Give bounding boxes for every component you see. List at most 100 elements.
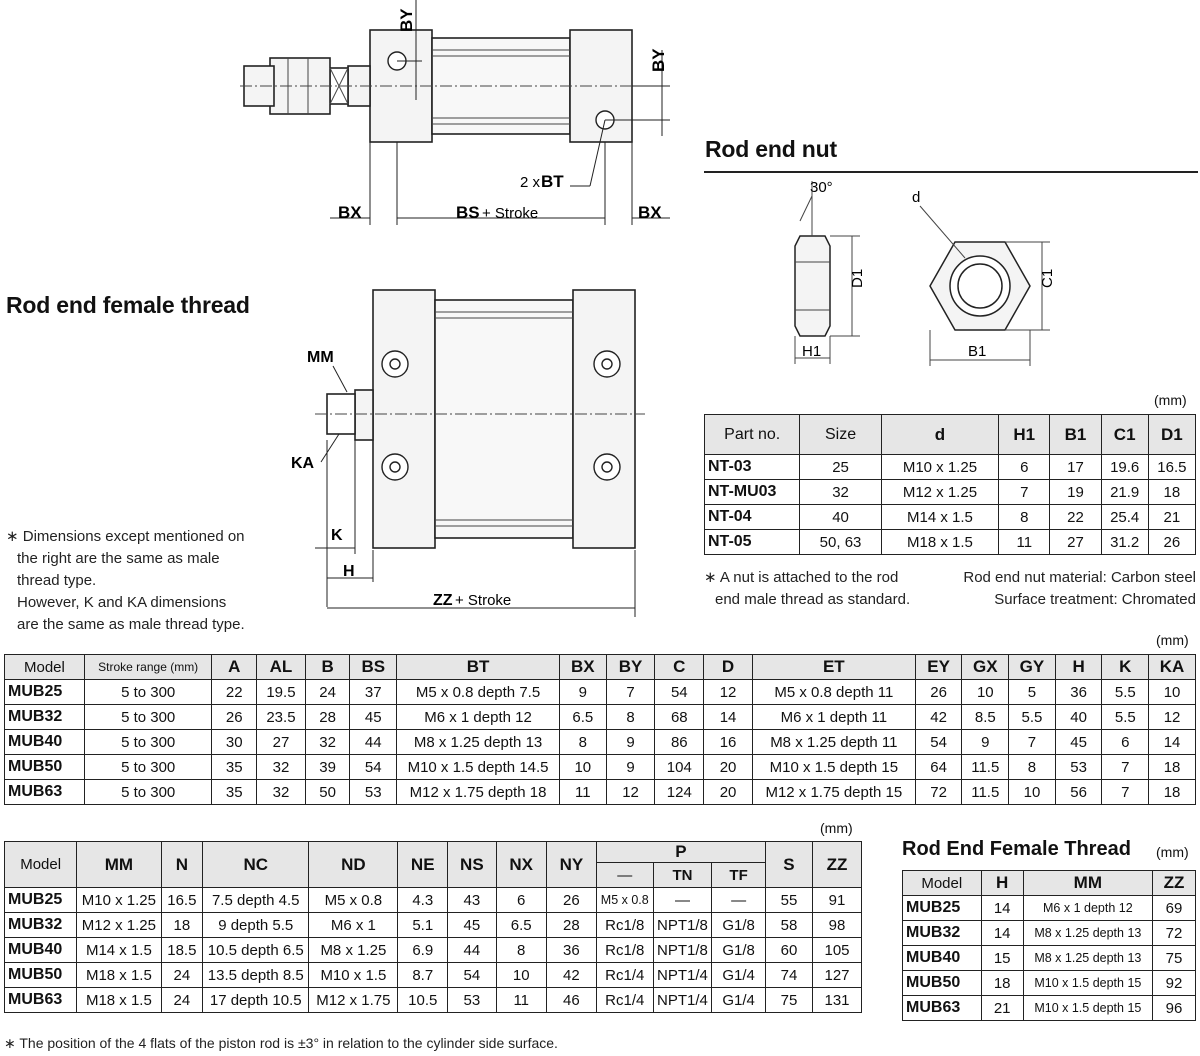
col-header: A bbox=[211, 654, 258, 680]
table-cell: M6 x 1 bbox=[308, 912, 399, 938]
table-cell: Rc1/4 bbox=[595, 987, 654, 1013]
table-cell: NPT1/4 bbox=[652, 962, 713, 988]
table3-unit: (mm) bbox=[1156, 844, 1189, 860]
table-cell: — bbox=[652, 887, 713, 913]
table-cell: M14 x 1.5 bbox=[880, 504, 1000, 530]
table-cell: M10 x 1.5 depth 15 bbox=[1022, 970, 1153, 996]
table-cell: 25 bbox=[799, 454, 882, 480]
dimension-table-1: Model Stroke range (mm) A AL B BS BT BX … bbox=[4, 654, 1196, 805]
table-cell: 69 bbox=[1151, 895, 1197, 921]
col-header: AL bbox=[256, 654, 306, 680]
table-cell: 14 bbox=[980, 920, 1024, 946]
table-cell: 5.5 bbox=[1101, 704, 1150, 730]
table-cell: M18 x 1.5 bbox=[880, 529, 1000, 555]
table-cell: 10.5 depth 6.5 bbox=[202, 937, 310, 963]
col-header: ET bbox=[751, 654, 916, 680]
table-cell: M10 x 1.5 depth 14.5 bbox=[396, 754, 560, 780]
col-header: B bbox=[304, 654, 351, 680]
table-cell: M5 x 0.8 bbox=[595, 887, 654, 913]
col-header: EY bbox=[914, 654, 963, 680]
table-cell: 12 bbox=[1148, 704, 1196, 730]
table-subheader-row: — TN TF bbox=[5, 862, 862, 888]
table-cell: 21 bbox=[1147, 504, 1197, 530]
table-cell: M18 x 1.5 bbox=[76, 987, 162, 1013]
dimension-table-2: Model MM N NC ND NE NS NX NY P S ZZ — TN… bbox=[3, 841, 862, 1013]
table-cell: 19.5 bbox=[256, 679, 306, 705]
table-cell: 10 bbox=[1008, 779, 1056, 805]
table-cell: — bbox=[711, 887, 766, 913]
table-cell: 36 bbox=[1054, 679, 1103, 705]
table-cell: 5 to 300 bbox=[83, 704, 213, 730]
model-cell: MUB40 bbox=[4, 729, 85, 755]
table-cell: 5 to 300 bbox=[83, 679, 213, 705]
col-header: S bbox=[764, 841, 814, 888]
table-cell: M8 x 1.25 depth 13 bbox=[1022, 945, 1153, 971]
note-line: Surface treatment: Chromated bbox=[994, 591, 1196, 608]
table-cell: 6 bbox=[998, 454, 1051, 480]
model-cell: NT-05 bbox=[703, 529, 801, 555]
col-header: ZZ bbox=[812, 841, 862, 888]
table-cell: M6 x 1 depth 12 bbox=[1022, 895, 1153, 921]
col-header: H1 bbox=[998, 414, 1051, 455]
table-cell: 10 bbox=[1148, 679, 1196, 705]
table-cell: 53 bbox=[1054, 754, 1103, 780]
table-cell: M12 x 1.75 depth 15 bbox=[751, 779, 916, 805]
table-cell: 131 bbox=[812, 987, 862, 1013]
table-cell: NPT1/8 bbox=[652, 912, 713, 938]
table-cell: 91 bbox=[812, 887, 862, 913]
rod-end-nut-title: Rod end nut bbox=[705, 136, 837, 162]
table-cell: M8 x 1.25 bbox=[308, 937, 399, 963]
table-cell: 72 bbox=[1151, 920, 1197, 946]
table-cell: 56 bbox=[1054, 779, 1103, 805]
table-cell: 27 bbox=[256, 729, 306, 755]
note-line: ∗ Dimensions except mentioned on bbox=[6, 528, 245, 545]
table-cell: 6.5 bbox=[558, 704, 607, 730]
col-header: D bbox=[703, 654, 753, 680]
note-line: end male thread as standard. bbox=[715, 591, 911, 608]
table-cell: 124 bbox=[654, 779, 705, 805]
table-cell: 6 bbox=[495, 887, 547, 913]
table-cell: 20 bbox=[703, 779, 753, 805]
col-header: Stroke range (mm) bbox=[83, 654, 213, 680]
table-cell: 46 bbox=[545, 987, 597, 1013]
table-header-row: Model MM N NC ND NE NS NX NY P S ZZ bbox=[3, 841, 862, 888]
table-cell: 8 bbox=[605, 704, 656, 730]
table-cell: 86 bbox=[654, 729, 705, 755]
table-cell: M12 x 1.75 bbox=[308, 987, 399, 1013]
table-cell: 36 bbox=[545, 937, 597, 963]
c1-label: C1 bbox=[1039, 269, 1056, 288]
table-cell: 75 bbox=[764, 987, 814, 1013]
table-cell: Rc1/4 bbox=[595, 962, 654, 988]
mm-label: MM bbox=[307, 349, 334, 366]
col-header: Part no. bbox=[703, 414, 801, 455]
model-cell: NT-MU03 bbox=[703, 479, 801, 505]
table-cell: 16 bbox=[703, 729, 753, 755]
col-header: Model bbox=[3, 841, 78, 888]
table-cell: 11 bbox=[558, 779, 607, 805]
table-cell: 16.5 bbox=[160, 887, 204, 913]
model-cell: MUB50 bbox=[3, 962, 78, 988]
table-cell: 7 bbox=[1101, 754, 1150, 780]
table-cell: Rc1/8 bbox=[595, 912, 654, 938]
model-cell: MUB50 bbox=[4, 754, 85, 780]
table-cell: 5 bbox=[1008, 679, 1056, 705]
table-cell: 14 bbox=[1148, 729, 1196, 755]
table-cell: 53 bbox=[349, 779, 398, 805]
table-cell: 26 bbox=[1147, 529, 1197, 555]
zz-stroke-label: + Stroke bbox=[455, 592, 511, 609]
model-cell: NT-04 bbox=[703, 504, 801, 530]
table-cell: 14 bbox=[703, 704, 753, 730]
model-cell: MUB32 bbox=[3, 912, 78, 938]
model-cell: MUB50 bbox=[902, 970, 982, 996]
d1-label: D1 bbox=[849, 269, 866, 288]
d-label: d bbox=[912, 189, 920, 206]
table-cell: 39 bbox=[304, 754, 351, 780]
col-header: P bbox=[595, 841, 766, 863]
table-cell: 7 bbox=[1101, 779, 1150, 805]
female-thread-table-title: Rod End Female Thread bbox=[902, 838, 1131, 860]
table-cell: M10 x 1.25 bbox=[76, 887, 162, 913]
table-cell: 58 bbox=[764, 912, 814, 938]
table-cell: M8 x 1.25 depth 13 bbox=[1022, 920, 1153, 946]
